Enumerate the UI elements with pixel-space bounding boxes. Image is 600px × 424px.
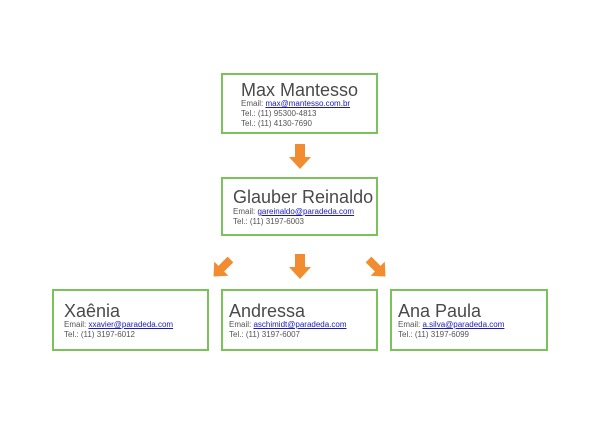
card-ana-paula: Ana Paula Email: a.silva@paradeda.com Te… [390, 289, 548, 351]
person-name: Max Mantesso [241, 80, 359, 100]
phone-line: Tel.: (11) 3197-6003 [233, 217, 305, 226]
email-label: Email: [398, 320, 421, 329]
person-name: Ana Paula [398, 301, 482, 321]
card-glauber-reinaldo: Glauber Reinaldo Email: gareinaldo@parad… [221, 177, 378, 236]
person-name: Xaênia [64, 301, 121, 321]
phone-line: Tel.: (11) 4130-7690 [241, 119, 313, 128]
arrow-glauber-to-andressa [289, 254, 311, 279]
phone-line: Tel.: (11) 3197-6007 [229, 330, 301, 339]
email-line: Email: max@mantesso.com.br [241, 99, 350, 109]
card-andressa: Andressa Email: aschimidt@paradeda.com T… [221, 289, 378, 351]
email-link[interactable]: gareinaldo@paradeda.com [257, 207, 355, 216]
arrow-glauber-to-xaenia [213, 256, 234, 277]
arrow-glauber-to-ana [365, 256, 386, 277]
email-line: Email: gareinaldo@paradeda.com [233, 207, 354, 217]
email-line: Email: aschimidt@paradeda.com [229, 320, 347, 330]
email-link[interactable]: aschimidt@paradeda.com [253, 320, 347, 329]
email-label: Email: [241, 99, 264, 108]
email-label: Email: [233, 207, 256, 216]
phone-line: Tel.: (11) 3197-6099 [398, 330, 470, 339]
email-line: Email: xxavier@paradeda.com [64, 320, 173, 330]
card-xaenia: Xaênia Email: xxavier@paradeda.com Tel.:… [52, 289, 209, 351]
arrow-max-to-glauber [289, 144, 311, 169]
email-label: Email: [229, 320, 252, 329]
card-max-mantesso: Max Mantesso Email: max@mantesso.com.br … [221, 73, 378, 134]
email-link[interactable]: max@mantesso.com.br [265, 99, 351, 108]
phone-line: Tel.: (11) 95300-4813 [241, 109, 317, 118]
person-name: Andressa [229, 301, 306, 321]
email-link[interactable]: xxavier@paradeda.com [88, 320, 174, 329]
person-name: Glauber Reinaldo [233, 187, 374, 207]
email-line: Email: a.silva@paradeda.com [398, 320, 504, 330]
phone-line: Tel.: (11) 3197-6012 [64, 330, 136, 339]
email-label: Email: [64, 320, 87, 329]
email-link[interactable]: a.silva@paradeda.com [422, 320, 505, 329]
